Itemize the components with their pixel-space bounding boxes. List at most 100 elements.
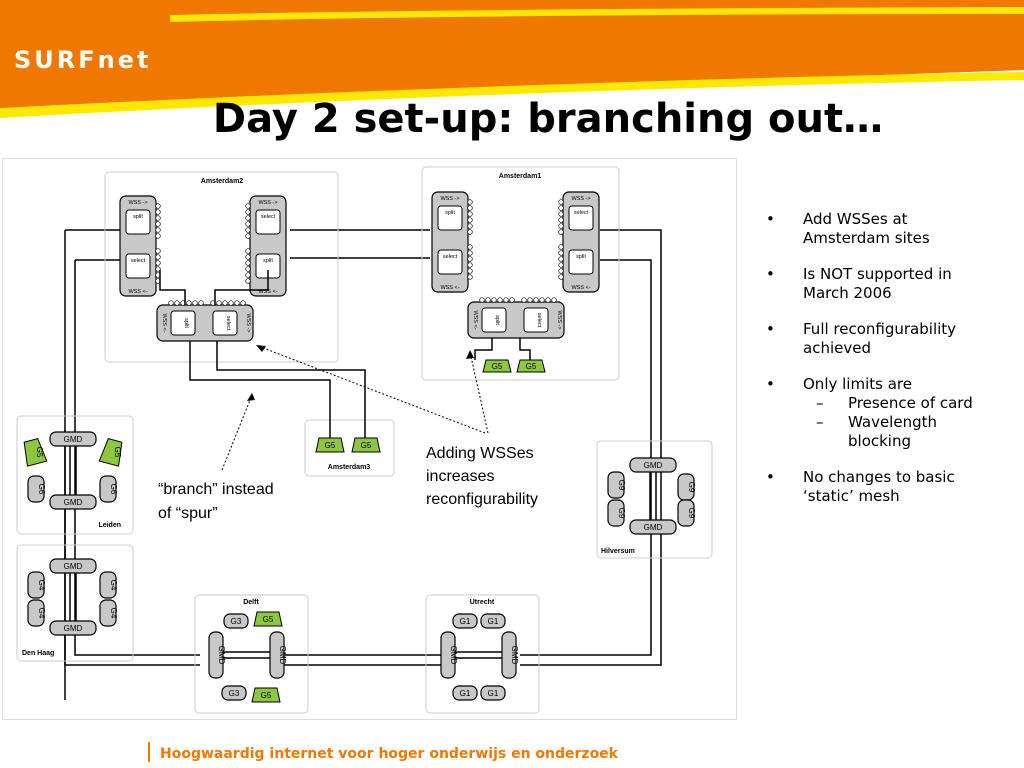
- gmd-denhaag-top-label: GMD: [64, 562, 83, 571]
- site-hilversum: [596, 440, 713, 559]
- gmd-denhaag-bottom-label: GMD: [64, 624, 83, 633]
- wss-adam1-right-port: [558, 229, 564, 235]
- wss-adam1-left-bottom-card: [437, 249, 463, 275]
- wss-adam1-right-port: [558, 274, 564, 280]
- wss-adam1-right-top-card: [568, 205, 594, 231]
- g3-delft-bottom-label: G3: [229, 689, 240, 698]
- g1-utrecht-a-label: G1: [460, 617, 471, 626]
- wss-adam2-right-port: [245, 266, 251, 272]
- wss-adam1-right-top-label: select: [574, 210, 589, 216]
- wss-adam2-left-in-label: WSS ->: [128, 200, 147, 206]
- wss-adam2-left-port: [155, 254, 161, 260]
- bullet-text: Only limits are: [803, 375, 912, 393]
- wss-adam2-bottom-port: [240, 300, 246, 306]
- gmd-delft-right: [269, 631, 285, 679]
- wss-adam2-right-port: [245, 278, 251, 284]
- wss-adam2-right-port: [245, 209, 251, 215]
- g1-utrecht-d-label: G1: [488, 689, 499, 698]
- wss-adam2-bottom-out-label: WSS <-: [161, 313, 167, 332]
- wss-adam1-right-bottom-label: split: [576, 254, 586, 260]
- wss-adam1-right-port: [558, 262, 564, 268]
- wss-adam1-bottom-port: [509, 297, 515, 303]
- site-utrecht-label: Utrecht: [470, 599, 495, 606]
- wss-adam2-right-port: [245, 203, 251, 209]
- wss-adam2-right-port: [245, 254, 251, 260]
- g9-hilversum-a-label: G9: [617, 480, 626, 491]
- ring-west-inner: [74, 260, 200, 656]
- g1-utrecht-c: [452, 685, 478, 701]
- surfnet-logo: SURFnet: [14, 46, 152, 74]
- wss-adam1-bottom-left-card: [481, 307, 507, 333]
- wss-adam1-bottom-in-label: WSS ->: [556, 310, 562, 329]
- g4-denhaag-c-label: G4: [37, 608, 46, 619]
- wss-adam2-left-bottom-label: select: [131, 258, 146, 264]
- wss-adam2-left-port: [155, 248, 161, 254]
- wss-adam1-left-in-label: WSS ->: [440, 196, 459, 202]
- g5-adam3-b: [351, 437, 381, 453]
- gmd-utrecht-left: [440, 631, 456, 679]
- wss-adam1-bottom-port: [485, 297, 491, 303]
- g5-leiden-a-label: G5: [35, 447, 44, 458]
- diagram-panel: [2, 158, 737, 720]
- wss-adam1-left-port: [467, 268, 473, 274]
- wss-adam1-bottom-port: [497, 297, 503, 303]
- g1-utrecht-d: [480, 685, 506, 701]
- wss-adam1-left-port: [467, 223, 473, 229]
- g5-adam1-a: [482, 359, 512, 373]
- gmd-utrecht-right: [501, 631, 517, 679]
- wss-adam1-bottom-port: [521, 297, 527, 303]
- wss-adam1-bottom-port: [551, 297, 557, 303]
- wss-adam1-right-bottom-card: [568, 249, 594, 275]
- wss-adam1-right-port: [558, 199, 564, 205]
- wss-adam1-left-port: [467, 274, 473, 280]
- bullet-text: No changes to basic: [803, 468, 955, 486]
- wss-adam2-right-port: [245, 215, 251, 221]
- gmd-denhaag-bottom: [49, 620, 97, 636]
- site-leiden-label: Leiden: [98, 522, 121, 529]
- wss-adam2-bottom-right-card: [212, 310, 238, 336]
- bullet-text: Full reconfigurability: [803, 320, 957, 338]
- bullet-marker: •: [766, 375, 775, 393]
- g3-delft-top: [223, 613, 249, 629]
- wss-adam1-left-port: [467, 217, 473, 223]
- wss-adam2-left-bottom-card: [125, 253, 151, 279]
- wss-adam2-right-port: [245, 233, 251, 239]
- gmd-leiden-top-label: GMD: [64, 435, 83, 444]
- g9-hilversum-c: [607, 499, 625, 527]
- sub-bullet-marker: –: [816, 394, 824, 412]
- wss-adam1-left-port: [467, 256, 473, 262]
- site-amsterdam3-label: Amsterdam3: [328, 464, 371, 471]
- g6-leiden-b: [99, 475, 117, 503]
- annotation-adding-line1: Adding WSSes: [426, 445, 534, 462]
- gmd-delft-left: [208, 631, 224, 679]
- arrow-adding-a: [257, 345, 486, 434]
- g4-denhaag-d-label: G4: [109, 608, 118, 619]
- wss-adam2-bottom-port: [216, 300, 222, 306]
- wss-adam1-bottom-port: [527, 297, 533, 303]
- wss-adam2-right-bottom-label: split: [263, 258, 273, 264]
- g1-utrecht-b: [480, 613, 506, 629]
- link-adam2-adam3: [189, 341, 331, 438]
- arrow-adding-b-head: [466, 350, 474, 359]
- g1-utrecht-b-label: G1: [488, 617, 499, 626]
- wss-adam1-left-top-label: split: [445, 210, 455, 216]
- sub-bullet-marker: –: [816, 413, 824, 431]
- header-banner: [0, 0, 1024, 118]
- wss-adam2-left-out-label: WSS <-: [128, 289, 147, 295]
- wss-adam1-right-port: [558, 217, 564, 223]
- site-leiden: [16, 415, 134, 535]
- annotation-branch-line1: “branch” instead: [158, 481, 274, 498]
- footer-bar: [148, 742, 150, 762]
- wss-adam1-bottom-port: [539, 297, 545, 303]
- link-adam1-g5: [474, 338, 493, 360]
- annotation-adding-line2: increases: [426, 468, 494, 485]
- wss-adam2-left-port: [155, 266, 161, 272]
- gmd-hilversum-top: [629, 457, 677, 473]
- g9-hilversum-d: [677, 499, 695, 527]
- wss-adam1-right-port: [558, 268, 564, 274]
- wss-adam2-left-port: [155, 215, 161, 221]
- wss-adam1-bottom-right-card: [523, 307, 549, 333]
- g9-hilversum-c-label: G9: [617, 508, 626, 519]
